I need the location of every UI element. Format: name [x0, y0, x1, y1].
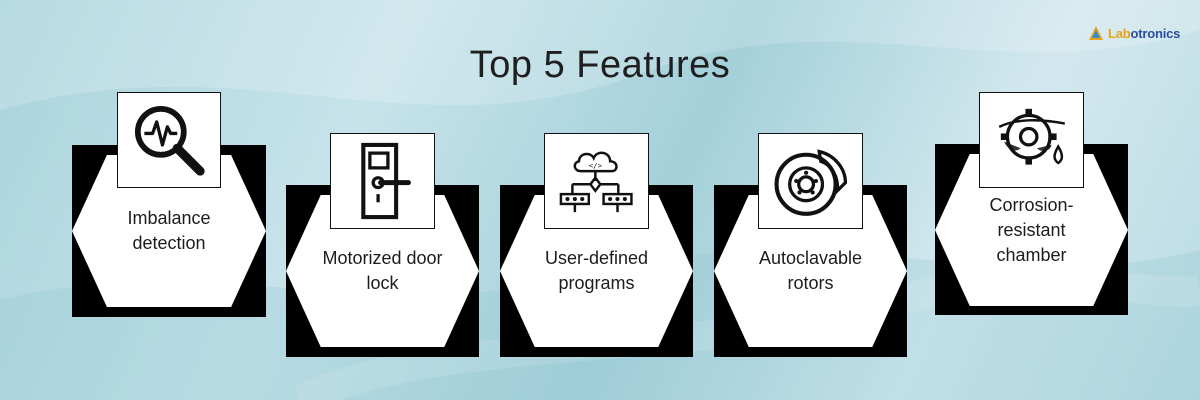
- feature-label: Imbalance detection: [127, 208, 211, 253]
- feature-label: User-defined programs: [544, 248, 649, 293]
- feature-label: Motorized door lock: [322, 248, 443, 293]
- cloud-flowchart-icon: </>: [559, 151, 633, 213]
- feature-label: Corrosion-resistant chamber: [989, 194, 1074, 265]
- feature-card-user-defined-programs: User-defined programs </>: [500, 133, 693, 357]
- door-lock-icon: [360, 142, 411, 220]
- feature-icon-box: [758, 133, 863, 229]
- gear-corrosion-icon: [998, 108, 1065, 165]
- feature-icon-box: </>: [544, 133, 649, 229]
- feature-card-imbalance-detection: Imbalance detection: [72, 92, 266, 317]
- feature-icon-box: [330, 133, 435, 229]
- feature-icon-box: [979, 92, 1084, 188]
- feature-card-autoclavable-rotors: Autoclavable rotors: [714, 133, 907, 357]
- svg-text:</>: </>: [588, 161, 602, 170]
- brand-name: Labotronics: [1108, 25, 1181, 41]
- magnifier-pulse-icon: [134, 105, 205, 176]
- feature-label: Autoclavable rotors: [758, 248, 863, 293]
- feature-card-corrosion-resistant-chamber: Corrosion-resistant chamber: [935, 92, 1128, 315]
- brand-logo[interactable]: Labotronics: [1088, 24, 1180, 42]
- page-title: Top 5 Features: [469, 44, 731, 86]
- feature-card-motorized-door-lock: Motorized door lock: [286, 133, 479, 357]
- triangle-logo-icon: [1089, 26, 1103, 40]
- disc-rotor-icon: [774, 149, 847, 216]
- feature-icon-box: [117, 92, 221, 188]
